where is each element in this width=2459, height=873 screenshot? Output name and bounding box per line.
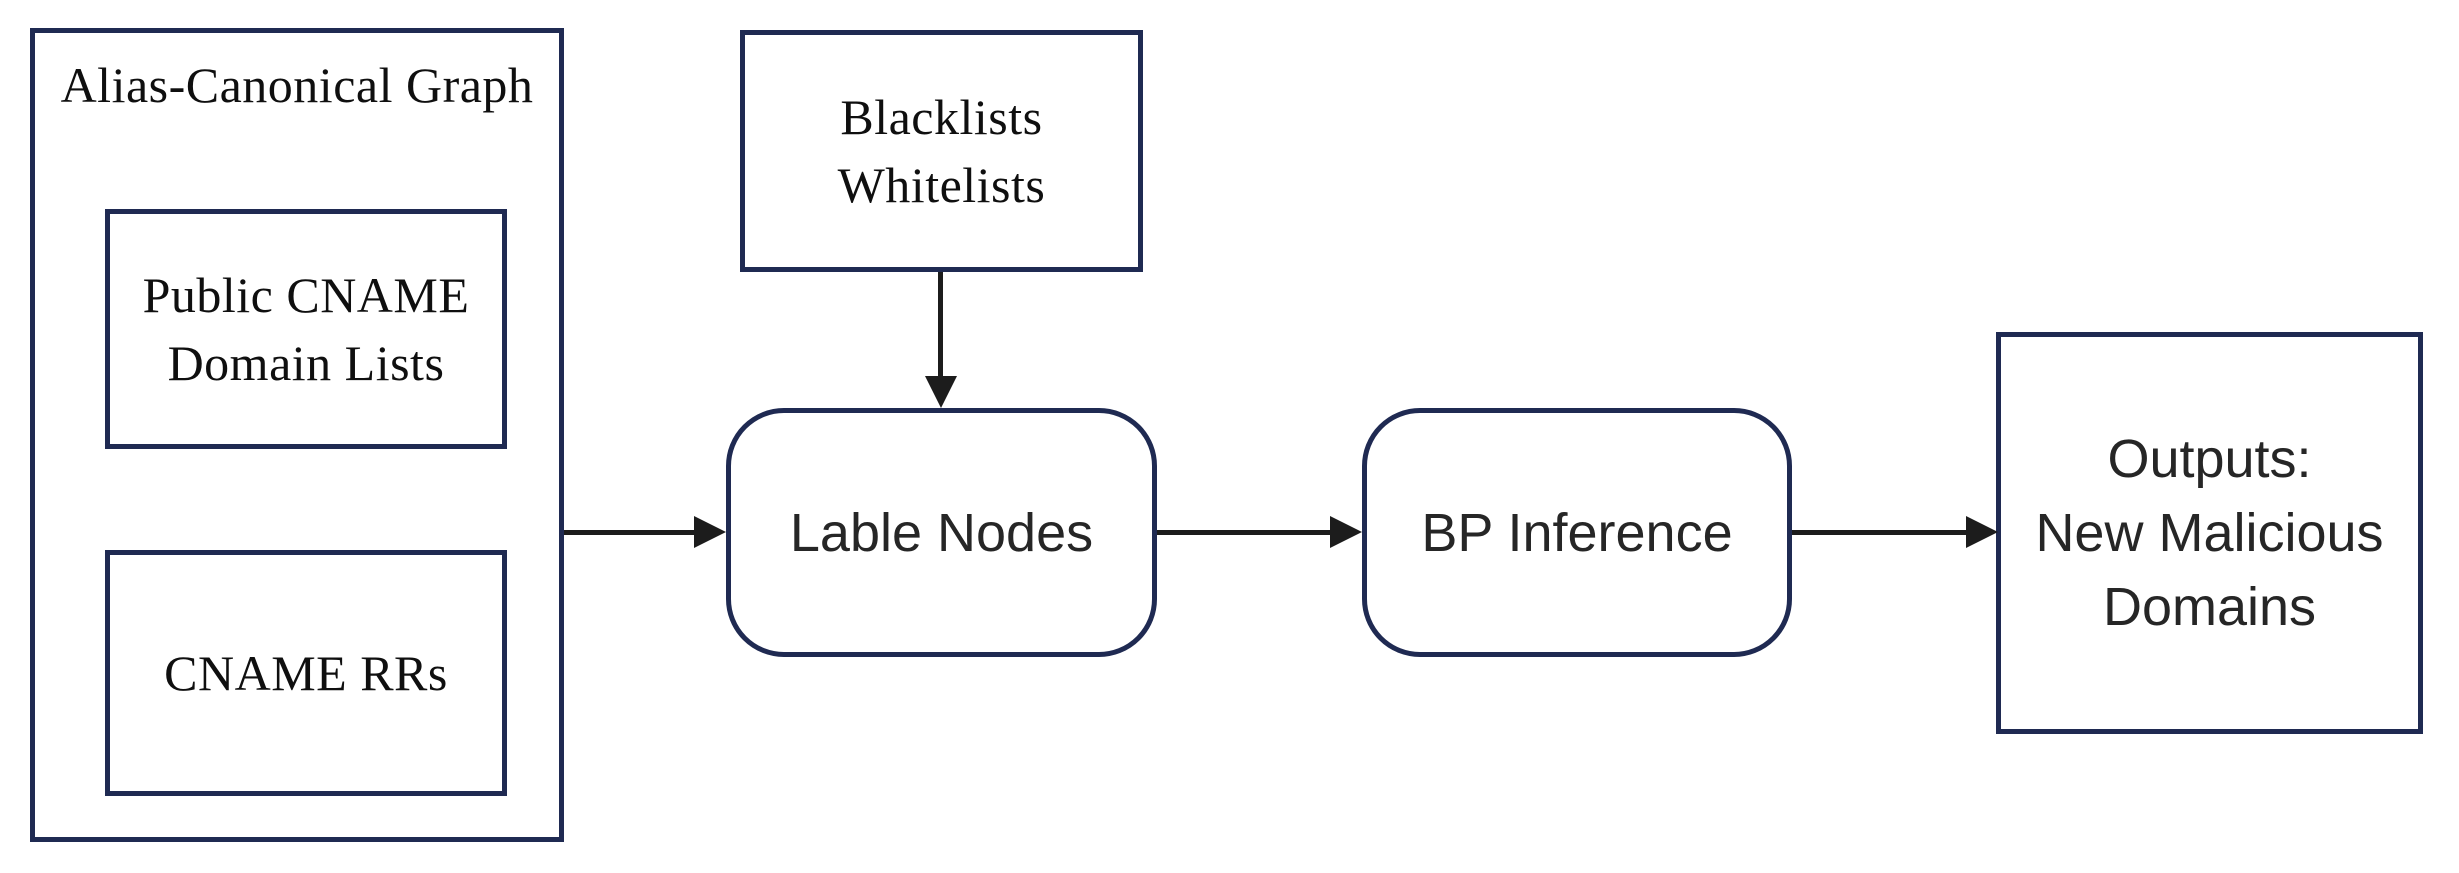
node-blacklists-whitelists: Blacklists Whitelists	[740, 30, 1143, 272]
arrowhead-right-icon	[1330, 516, 1362, 548]
bp-inference-label: BP Inference	[1421, 502, 1733, 563]
arrowhead-right-icon	[694, 516, 726, 548]
arrowhead-down-icon	[925, 376, 957, 408]
node-outputs: Outputs: New Malicious Domains	[1996, 332, 2423, 734]
cname-rrs-label: CNAME RRs	[164, 645, 448, 701]
outputs-label: Outputs: New Malicious Domains	[2035, 429, 2384, 637]
label-nodes-label: Lable Nodes	[789, 502, 1094, 563]
node-label-nodes: Lable Nodes	[726, 408, 1157, 657]
blacklists-label: Blacklists Whitelists	[837, 89, 1046, 213]
public-cname-label: Public CNAME Domain Lists	[142, 267, 470, 391]
node-cname-rrs: CNAME RRs	[105, 550, 507, 796]
node-bp-inference: BP Inference	[1362, 408, 1792, 657]
node-public-cname-domain-lists: Public CNAME Domain Lists	[105, 209, 507, 449]
alias-canonical-graph-title: Alias-Canonical Graph	[60, 57, 534, 113]
arrowhead-right-icon	[1966, 516, 1998, 548]
